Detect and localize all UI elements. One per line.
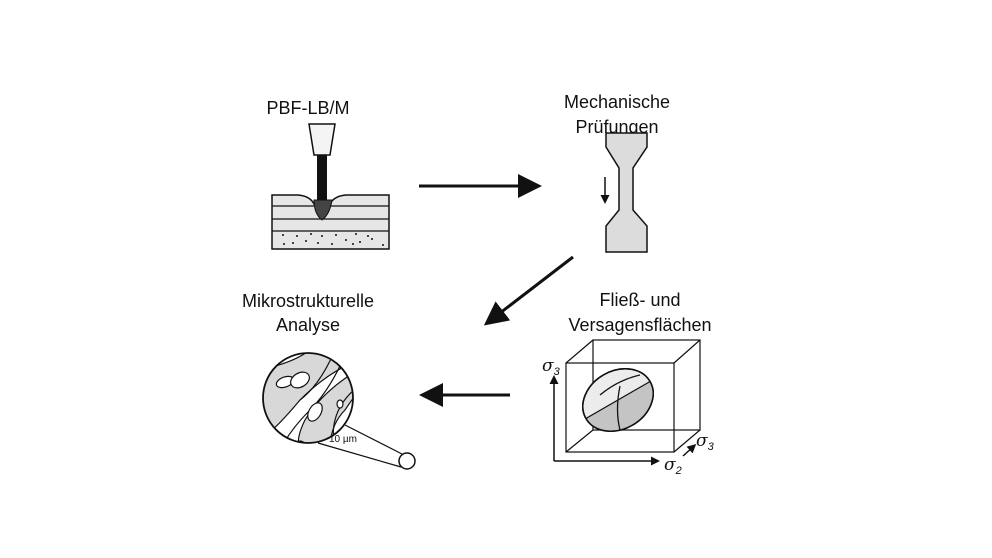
- mechanical-label-line1: Mechanische: [564, 92, 670, 112]
- mechanical-label-line2: Prüfungen: [575, 117, 658, 137]
- pbf-process-icon: [271, 123, 390, 250]
- micro-label-line1: Mikrostrukturelle: [242, 291, 374, 311]
- scale-bar-label: 10 µm: [329, 434, 357, 445]
- process-label: PBF-LB/M: [266, 98, 349, 118]
- surfaces-label-line2: Versagensflächen: [568, 315, 711, 335]
- sigma2-label: σ2: [664, 455, 682, 477]
- tensile-specimen-icon: [605, 132, 648, 253]
- micro-label-line2: Analyse: [276, 315, 340, 335]
- arrow-to-surfaces: [483, 255, 574, 326]
- microstructure-magnifier: 10 µm: [262, 352, 416, 470]
- yield-surface-plot: [549, 339, 701, 466]
- sigma3-depth-label: σ3: [696, 431, 715, 453]
- sigma3-vertical-label: σ3: [542, 356, 561, 378]
- surfaces-label-line1: Fließ- und: [599, 290, 680, 310]
